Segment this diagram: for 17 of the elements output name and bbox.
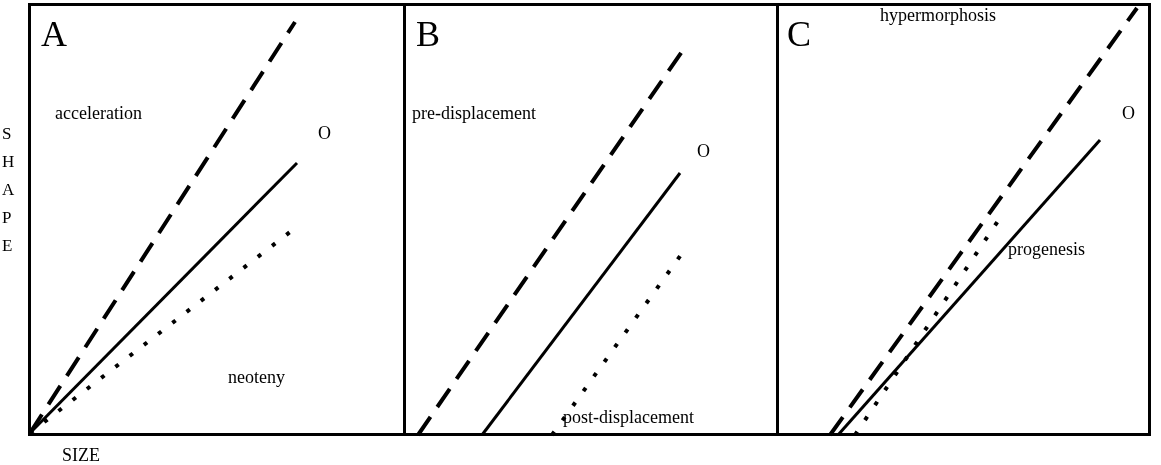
curve-label: O bbox=[318, 124, 331, 142]
graph-panel bbox=[403, 3, 779, 436]
curve-label: O bbox=[1122, 104, 1135, 122]
curve-label: acceleration bbox=[55, 104, 142, 122]
axis-label: SHAPE bbox=[2, 123, 16, 257]
graph-panel bbox=[28, 3, 406, 436]
graph-panel bbox=[776, 3, 1151, 436]
curve-label: post-displacement bbox=[563, 408, 694, 426]
curve-label: progenesis bbox=[1008, 240, 1085, 258]
panel-letter: A bbox=[41, 16, 67, 52]
axis-label: SIZE bbox=[62, 446, 100, 464]
curve-label: pre-displacement bbox=[412, 104, 536, 122]
panel-letter: C bbox=[787, 16, 811, 52]
panel-letter: B bbox=[416, 16, 440, 52]
curve-label: O bbox=[697, 142, 710, 160]
curve-label: hypermorphosis bbox=[880, 6, 996, 24]
curve-label: neoteny bbox=[228, 368, 285, 386]
